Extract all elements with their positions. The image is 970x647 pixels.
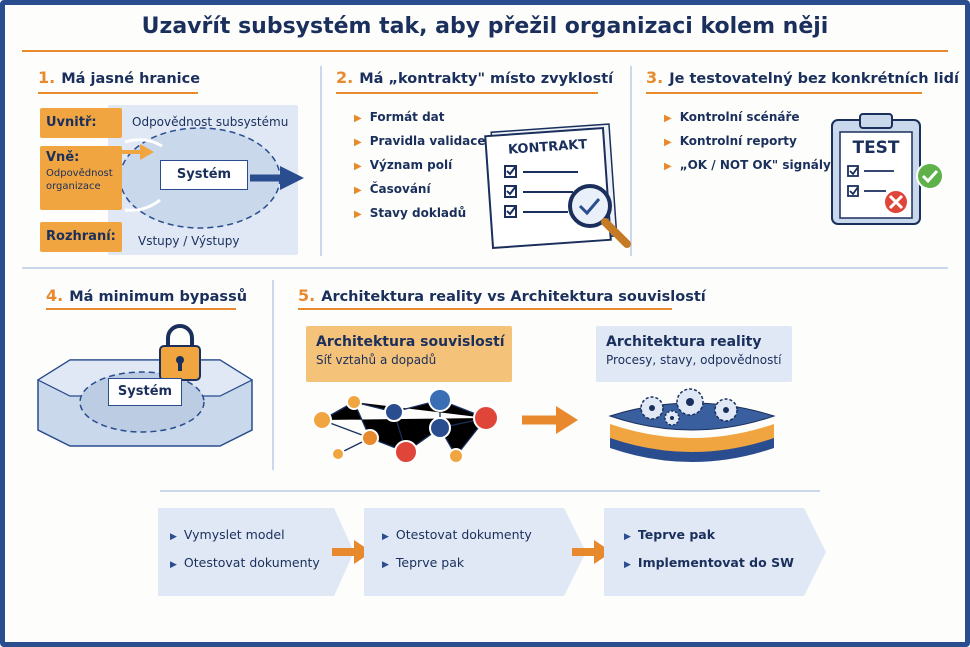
triangle-bullet-icon: ▶ xyxy=(624,532,631,542)
contract-item: ▶Formát dat xyxy=(354,110,445,124)
page-title: Uzavřít subsystém tak, aby přežil organi… xyxy=(141,14,829,39)
test-item: ▶Kontrolní reporty xyxy=(664,134,797,148)
inside-text: Odpovědnost subsystému xyxy=(132,115,289,129)
arrow-bullet-icon: ▶ xyxy=(354,113,362,124)
flow-item: ▶Otestovat dokumenty xyxy=(170,555,320,570)
triangle-bullet-icon: ▶ xyxy=(170,560,177,570)
section-2-heading: 2. Má „kontrakty" místo zvyklostí xyxy=(336,68,613,87)
title-underline xyxy=(22,50,948,52)
arrow-bullet-icon: ▶ xyxy=(354,185,362,196)
flow-arrow-2-icon xyxy=(572,540,612,564)
separator-1-2 xyxy=(320,66,322,256)
transition-arrow-icon xyxy=(522,406,578,434)
section-4-underline xyxy=(46,308,236,310)
contract-item: ▶Stavy dokladů xyxy=(354,206,467,220)
flow-item: ▶Teprve pak xyxy=(624,527,716,542)
section-1-title: Má jasné hranice xyxy=(61,71,201,87)
context-architecture-title: Architektura souvislostí xyxy=(316,334,505,350)
contract-item: ▶Význam polí xyxy=(354,158,453,172)
flow-item: ▶Vymyslet model xyxy=(170,527,285,542)
section-3-underline xyxy=(646,92,922,94)
arrow-bullet-icon: ▶ xyxy=(354,137,362,148)
bypass-system-box: Systém xyxy=(108,378,182,406)
reality-architecture-sub: Procesy, stavy, odpovědností xyxy=(606,353,782,367)
section-2-title: Má „kontrakty" místo zvyklostí xyxy=(359,71,614,87)
separator-row xyxy=(22,267,948,269)
test-list: ▶Kontrolní scénáře ▶Kontrolní reporty ▶„… xyxy=(664,108,831,180)
outside-label-box: Vně: Odpovědnost organizace xyxy=(40,146,122,210)
arrow-bullet-icon: ▶ xyxy=(664,113,672,124)
test-item: ▶Kontrolní scénáře xyxy=(664,110,800,124)
reality-architecture-title: Architektura reality xyxy=(606,334,762,350)
section-5-underline xyxy=(298,308,672,310)
section-5-title: Architektura reality vs Architektura sou… xyxy=(321,289,706,305)
context-architecture-sub: Síť vztahů a dopadů xyxy=(316,353,437,367)
section-1-heading: 1. Má jasné hranice xyxy=(38,68,200,87)
system-box: Systém xyxy=(160,160,248,190)
test-clipboard-icon xyxy=(831,113,944,225)
triangle-bullet-icon: ▶ xyxy=(382,532,389,542)
reality-architecture-card: Architektura reality Procesy, stavy, odp… xyxy=(596,326,792,382)
interface-label: Rozhraní: xyxy=(40,222,122,252)
contract-item: ▶Časování xyxy=(354,182,431,196)
chevron-shape xyxy=(604,508,826,596)
section-2-number: 2. xyxy=(336,68,354,87)
gears-platform-icon xyxy=(608,388,776,462)
chevron-shape xyxy=(158,508,354,596)
triangle-bullet-icon: ▶ xyxy=(170,532,177,542)
triangle-bullet-icon: ▶ xyxy=(382,560,389,570)
section-3-number: 3. xyxy=(646,68,664,87)
triangle-bullet-icon: ▶ xyxy=(624,560,631,570)
separator-flow xyxy=(160,490,820,492)
arrow-bullet-icon: ▶ xyxy=(354,209,362,220)
flow-item: ▶Teprve pak xyxy=(382,555,465,570)
section-4-title: Má minimum bypassů xyxy=(69,289,248,305)
section-1-number: 1. xyxy=(38,68,56,87)
contract-list: ▶Formát dat ▶Pravidla validace ▶Význam p… xyxy=(354,108,486,228)
separator-2-3 xyxy=(630,66,632,256)
relationship-network-icon xyxy=(312,388,499,464)
flow-step-3: ▶Teprve pak ▶Implementovat do SW xyxy=(604,508,826,596)
section-5-number: 5. xyxy=(298,286,316,305)
flow-step-2: ▶Otestovat dokumenty ▶Teprve pak xyxy=(364,508,586,596)
test-item: ▶„OK / NOT OK" signály xyxy=(664,158,831,172)
flow-step-1: ▶Vymyslet model ▶Otestovat dokumenty xyxy=(158,508,354,596)
section-2-underline xyxy=(336,92,598,94)
arrow-bullet-icon: ▶ xyxy=(664,137,672,148)
test-clipboard-title: TEST xyxy=(852,138,900,158)
flow-item: ▶Implementovat do SW xyxy=(624,555,794,570)
contract-item: ▶Pravidla validace xyxy=(354,134,486,148)
section-1-underline xyxy=(38,92,198,94)
outside-label: Vně: xyxy=(46,150,80,165)
section-3-heading: 3. Je testovatelný bez konkrétních lidí xyxy=(646,68,959,87)
section-5-heading: 5. Architektura reality vs Architektura s… xyxy=(298,286,706,305)
arrow-bullet-icon: ▶ xyxy=(354,161,362,172)
outside-sub: Odpovědnost organizace xyxy=(46,168,113,192)
flow-item: ▶Otestovat dokumenty xyxy=(382,527,532,542)
arrow-bullet-icon: ▶ xyxy=(664,161,672,172)
section-4-heading: 4. Má minimum bypassů xyxy=(46,286,247,305)
chevron-shape xyxy=(364,508,586,596)
contract-document-icon xyxy=(484,123,631,250)
flow-arrow-1-icon xyxy=(332,540,372,564)
context-architecture-card: Architektura souvislostí Síť vztahů a do… xyxy=(306,326,512,382)
inside-label: Uvnitř: xyxy=(40,108,122,138)
separator-4-5 xyxy=(272,280,274,470)
section-4-number: 4. xyxy=(46,286,64,305)
section-3-title: Je testovatelný bez konkrétních lidí xyxy=(669,71,959,87)
interface-text: Vstupy / Výstupy xyxy=(138,234,240,248)
